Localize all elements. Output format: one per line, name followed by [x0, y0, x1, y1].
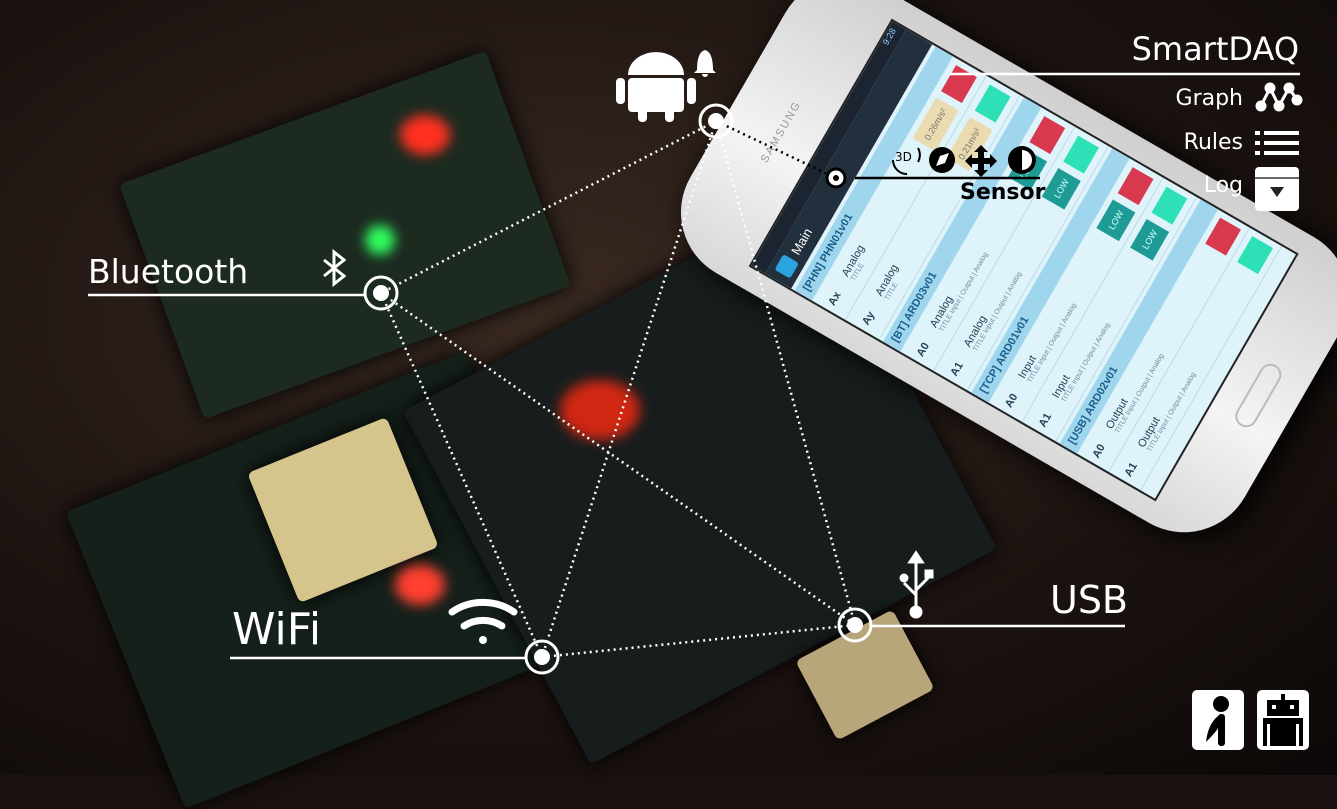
bluetooth-icon: [323, 248, 347, 288]
wifi-icon: [448, 599, 518, 644]
link-android-bluetooth: [380, 119, 717, 295]
link-android-sensor: [715, 119, 837, 180]
link-android-wifi: [540, 120, 718, 658]
led-green: [365, 225, 395, 255]
archive-download-icon: [1255, 167, 1299, 211]
app-name: SmartDAQ: [1131, 30, 1299, 68]
graph-icon: [1255, 82, 1303, 112]
menu-item-rules[interactable]: Rules: [1184, 130, 1299, 155]
wifi-label: WiFi: [232, 604, 322, 655]
led-red: [560, 380, 640, 440]
menu-label: Rules: [1183, 130, 1243, 155]
move-arrows-icon: [965, 145, 997, 177]
menu-item-graph[interactable]: Graph: [1176, 86, 1299, 111]
rotate-3d-icon: [892, 147, 921, 175]
person-logo-icon: [1192, 690, 1244, 750]
sensor-3d-label: 3D: [895, 150, 912, 164]
usb-label: USB: [1050, 578, 1129, 622]
brightness-icon: [1008, 146, 1036, 174]
android-icon: [616, 52, 696, 122]
menu-label: Log: [1203, 173, 1243, 198]
link-bluetooth-usb: [380, 291, 856, 627]
sensor-label: Sensor: [960, 180, 1046, 205]
compass-icon: [929, 147, 955, 173]
bell-icon: [694, 50, 716, 77]
menu-label: Graph: [1175, 86, 1243, 111]
bluetooth-label: Bluetooth: [88, 252, 249, 291]
usb-icon: [899, 550, 934, 619]
robot-logo-icon: [1257, 690, 1309, 750]
link-android-usb: [714, 120, 857, 626]
node-android: [698, 103, 734, 139]
menu-item-log[interactable]: Log: [1204, 173, 1299, 198]
link-wifi-usb: [541, 623, 856, 659]
link-bluetooth-wifi: [379, 292, 544, 658]
connection-overlay: [88, 50, 1303, 675]
node-usb: [837, 607, 873, 643]
list-icon: [1255, 131, 1299, 155]
led-red: [400, 115, 450, 155]
node-wifi: [524, 639, 560, 675]
node-bluetooth: [363, 275, 399, 311]
led-red: [395, 565, 445, 605]
